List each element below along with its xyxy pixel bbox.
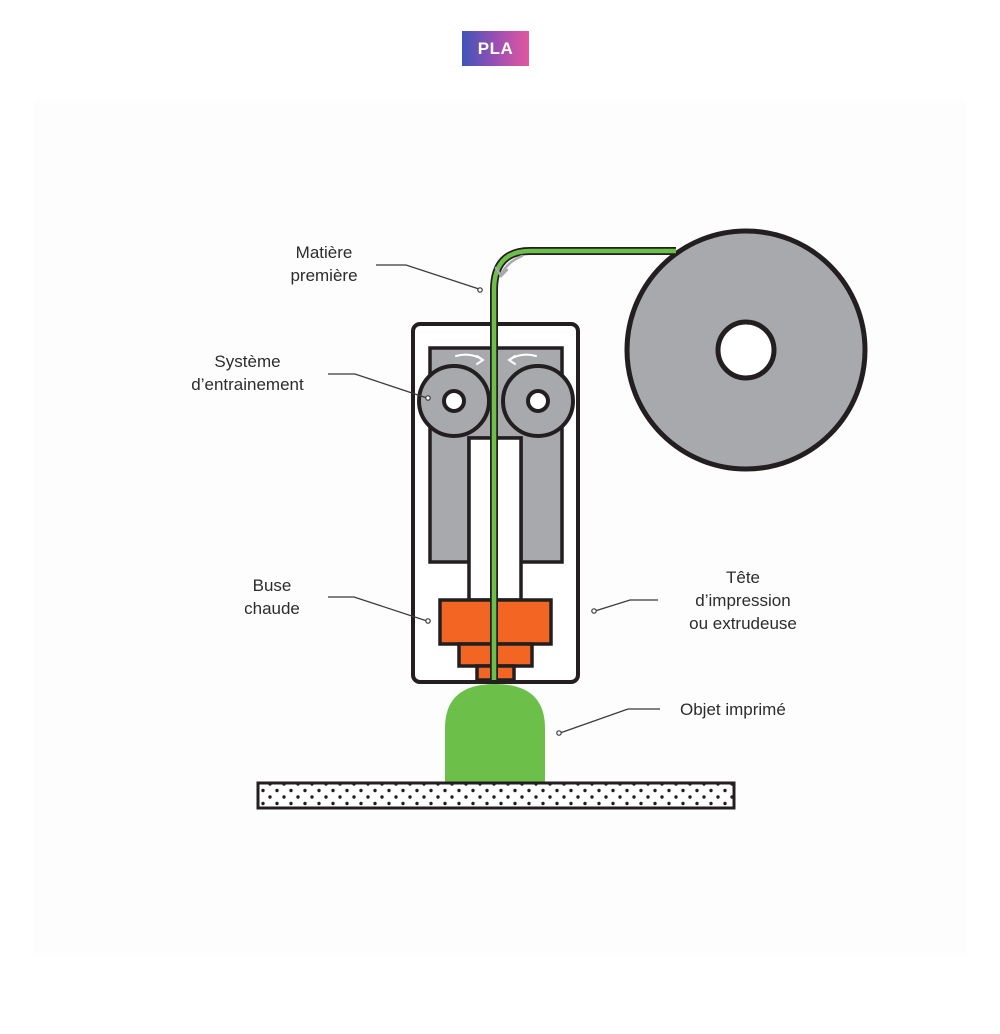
drive-rollers	[417, 364, 575, 438]
feed-direction-arrow-icon	[494, 254, 524, 278]
label-hot-nozzle-line1: Buse	[252, 576, 292, 595]
label-drive-system: Système d’entrainement	[180, 350, 315, 396]
label-hot-nozzle: Buse chaude	[232, 574, 312, 620]
label-print-head-line3: ou extrudeuse	[689, 614, 797, 633]
leader-dots	[425, 287, 597, 736]
label-drive-system-line1: Système	[214, 352, 281, 371]
filament-spool	[624, 228, 868, 472]
label-printed-object: Objet imprimé	[680, 698, 820, 721]
label-print-head-line2: d’impression	[695, 591, 791, 610]
label-raw-material-line2: première	[290, 266, 358, 285]
material-badge: PLA	[462, 31, 529, 66]
label-print-head-line1: Tête	[725, 568, 761, 587]
label-printed-object-line1: Objet imprimé	[680, 700, 786, 719]
printed-object	[445, 684, 545, 782]
leader-lines	[328, 264, 660, 734]
rotation-arrows-icon	[455, 353, 537, 365]
label-raw-material-line1: Matière	[295, 243, 353, 262]
label-hot-nozzle-line2: chaude	[244, 599, 300, 618]
label-print-head: Tête d’impression ou extrudeuse	[672, 566, 814, 635]
label-raw-material: Matière première	[278, 241, 370, 287]
label-drive-system-line2: d’entrainement	[191, 375, 304, 394]
